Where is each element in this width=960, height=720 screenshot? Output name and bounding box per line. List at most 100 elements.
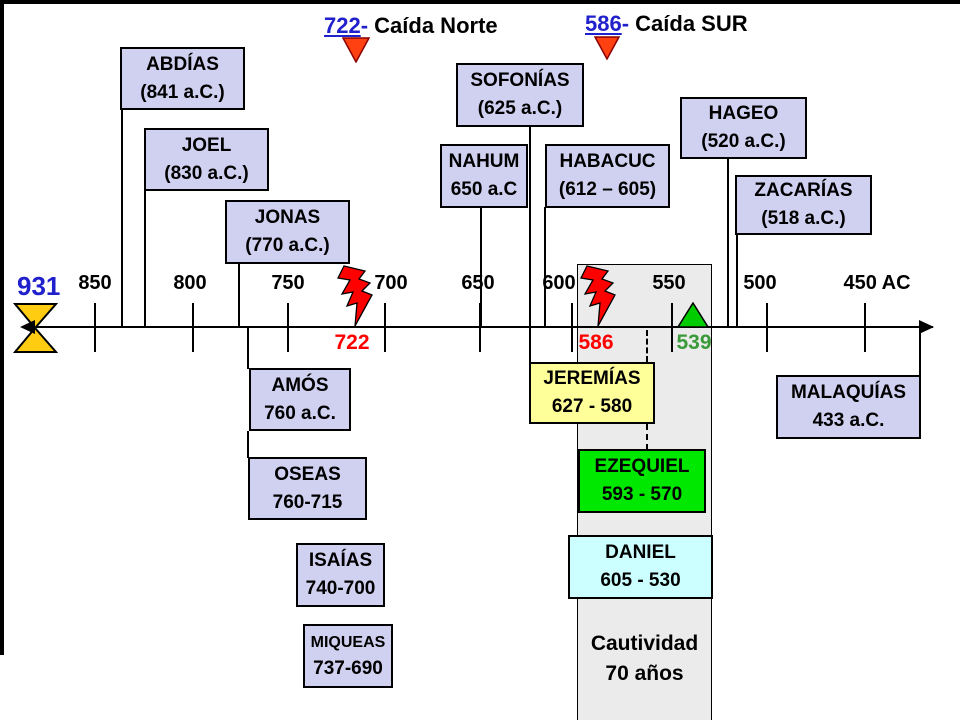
- fall-south-dash: -: [621, 11, 630, 36]
- tick-450: [864, 303, 866, 352]
- fall-south-annotation: 586- Caída SUR: [585, 11, 748, 37]
- prophet-date: 650 a.C: [450, 179, 518, 200]
- tick-label-450: 450 AC: [843, 272, 911, 294]
- lightning-bolt-586-icon: [580, 265, 616, 327]
- tick-label-850: 850: [78, 272, 112, 294]
- connector-abdias: [121, 110, 123, 327]
- event-label-586: 586: [578, 331, 614, 354]
- prophet-date: 740-700: [305, 578, 376, 599]
- dashed-line-ezequiel: [646, 424, 648, 450]
- connector-hageo: [727, 159, 729, 327]
- prophet-name: ZACARÍAS: [754, 180, 853, 201]
- tick-label-500: 500: [743, 272, 777, 294]
- connector-zacarias: [736, 234, 738, 327]
- prophet-date: (612 – 605): [558, 179, 657, 200]
- prophet-name: JOEL: [181, 134, 232, 156]
- prophet-date: (625 a.C.): [477, 98, 563, 119]
- prophet-date: 627 - 580: [551, 396, 633, 417]
- prophet-name: ISAÍAS: [308, 550, 373, 571]
- fall-north-year: 722: [324, 13, 361, 38]
- lightning-bolt-722-icon: [337, 265, 373, 327]
- connector-habacuc: [544, 207, 546, 327]
- prophet-name: DANIEL: [605, 542, 676, 563]
- tick-650: [479, 303, 481, 352]
- prophet-name: MIQUEAS: [310, 634, 386, 651]
- prophet-name: AMÓS: [271, 374, 329, 396]
- prophet-date: (770 a.C.): [245, 235, 330, 256]
- frame-top-border: [0, 0, 960, 4]
- prophet-name: HAGEO: [708, 103, 779, 124]
- prophet-name: SOFONÍAS: [470, 70, 570, 91]
- start-year-label: 931: [17, 271, 61, 301]
- prophet-name: ABDÍAS: [146, 53, 219, 75]
- tick-850: [94, 303, 96, 352]
- prophet-name: OSEAS: [274, 463, 341, 485]
- fall-north-text: Caída Norte: [368, 13, 498, 38]
- prophet-name: HABACUC: [559, 151, 656, 172]
- prophet-date: 605 - 530: [600, 570, 681, 591]
- connector-oseas: [247, 431, 249, 458]
- prophet-box-nahum: NAHUM 650 a.C: [440, 144, 528, 208]
- connector-joel: [144, 191, 146, 327]
- axis-arrow-right-icon: [919, 320, 934, 334]
- prophet-box-abdias: ABDÍAS (841 a.C.): [120, 47, 245, 110]
- dashed-line-586: [646, 330, 648, 362]
- event-label-539: 539: [676, 331, 712, 354]
- prophet-box-jeremias: JEREMÍAS 627 - 580: [529, 362, 655, 424]
- prophet-name: EZEQUIEL: [594, 456, 690, 477]
- connector-jeremias: [529, 327, 531, 363]
- prophet-box-oseas: OSEAS 760-715: [248, 457, 367, 520]
- prophet-date: (520 a.C.): [701, 131, 786, 152]
- fall-north-dash: -: [360, 13, 369, 38]
- tick-550: [671, 303, 673, 352]
- captivity-line1: Cautividad: [590, 632, 699, 655]
- tick-label-750: 750: [271, 272, 305, 294]
- prophet-box-malaquias: MALAQUÍAS 433 a.C.: [776, 375, 921, 439]
- prophet-box-joel: JOEL (830 a.C.): [144, 128, 269, 191]
- prophet-box-amos: AMÓS 760 a.C.: [249, 368, 351, 431]
- prophet-date: 760 a.C.: [264, 402, 336, 424]
- fall-south-year: 586: [585, 11, 622, 36]
- prophet-box-miqueas: MIQUEAS 737-690: [303, 624, 393, 688]
- tick-label-650: 650: [461, 272, 495, 294]
- prophet-date: 737-690: [313, 658, 383, 679]
- tick-label-800: 800: [173, 272, 207, 294]
- prophet-date: (518 a.C.): [761, 208, 846, 229]
- prophet-date: (830 a.C.): [164, 162, 249, 184]
- fall-south-text: Caída SUR: [629, 11, 748, 36]
- prophet-name: MALAQUÍAS: [790, 382, 907, 403]
- connector-sofonias: [529, 127, 531, 327]
- timeline-axis: [30, 326, 933, 328]
- captivity-line2: 70 años: [605, 662, 684, 685]
- tick-750: [287, 303, 289, 352]
- frame-left-border: [0, 0, 4, 655]
- prophet-date: (841 a.C.): [140, 81, 225, 103]
- tick-500: [766, 303, 768, 352]
- prophet-box-jonas: JONAS (770 a.C.): [225, 200, 350, 264]
- prophet-name: NAHUM: [448, 151, 520, 172]
- event-label-722: 722: [334, 331, 370, 354]
- connector-amos: [247, 327, 249, 369]
- tick-800: [192, 303, 194, 352]
- prophet-box-sofonias: SOFONÍAS (625 a.C.): [456, 63, 584, 127]
- prophet-date: 593 - 570: [601, 484, 683, 505]
- prophet-box-zacarias: ZACARÍAS (518 a.C.): [735, 175, 872, 235]
- tick-label-600: 600: [542, 272, 576, 294]
- connector-malaquias: [919, 327, 921, 376]
- tick-label-550: 550: [652, 272, 686, 294]
- prophet-name: JONAS: [254, 207, 321, 228]
- prophet-box-hageo: HAGEO (520 a.C.): [680, 97, 807, 159]
- prophet-date: 433 a.C.: [812, 410, 885, 431]
- hourglass-marker-icon: [13, 303, 58, 353]
- prophet-box-ezequiel: EZEQUIEL 593 - 570: [578, 449, 706, 513]
- captivity-caption: Cautividad 70 años: [577, 629, 712, 689]
- connector-jonas: [238, 263, 240, 327]
- prophet-name: JEREMÍAS: [543, 368, 641, 389]
- tick-600: [571, 303, 573, 352]
- up-triangle-539-icon: [677, 302, 709, 328]
- prophet-box-habacuc: HABACUC (612 – 605): [545, 144, 670, 208]
- prophet-box-daniel: DANIEL 605 - 530: [568, 535, 713, 599]
- prophet-date: 760-715: [272, 491, 343, 513]
- connector-nahum: [480, 207, 482, 327]
